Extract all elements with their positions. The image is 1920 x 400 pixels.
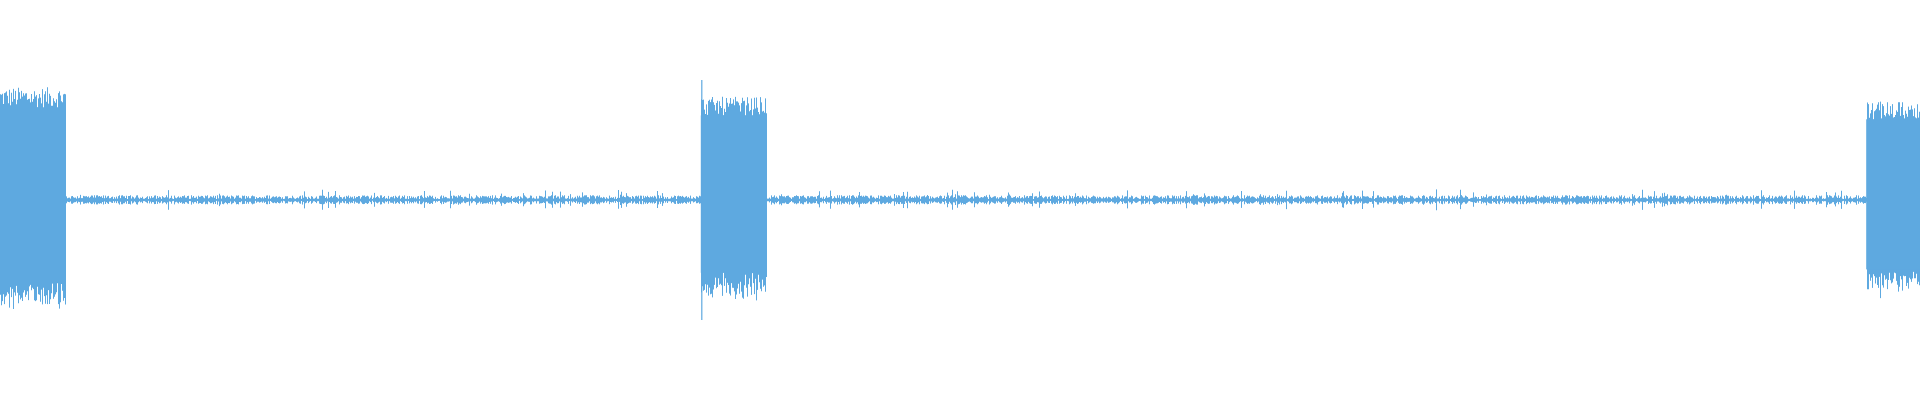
waveform-burst-1 — [0, 107, 66, 280]
waveform-trace — [0, 87, 1920, 309]
waveform-samples — [0, 80, 1920, 320]
waveform-burst-2 — [700, 115, 767, 273]
waveform-burst-3 — [1866, 119, 1920, 270]
